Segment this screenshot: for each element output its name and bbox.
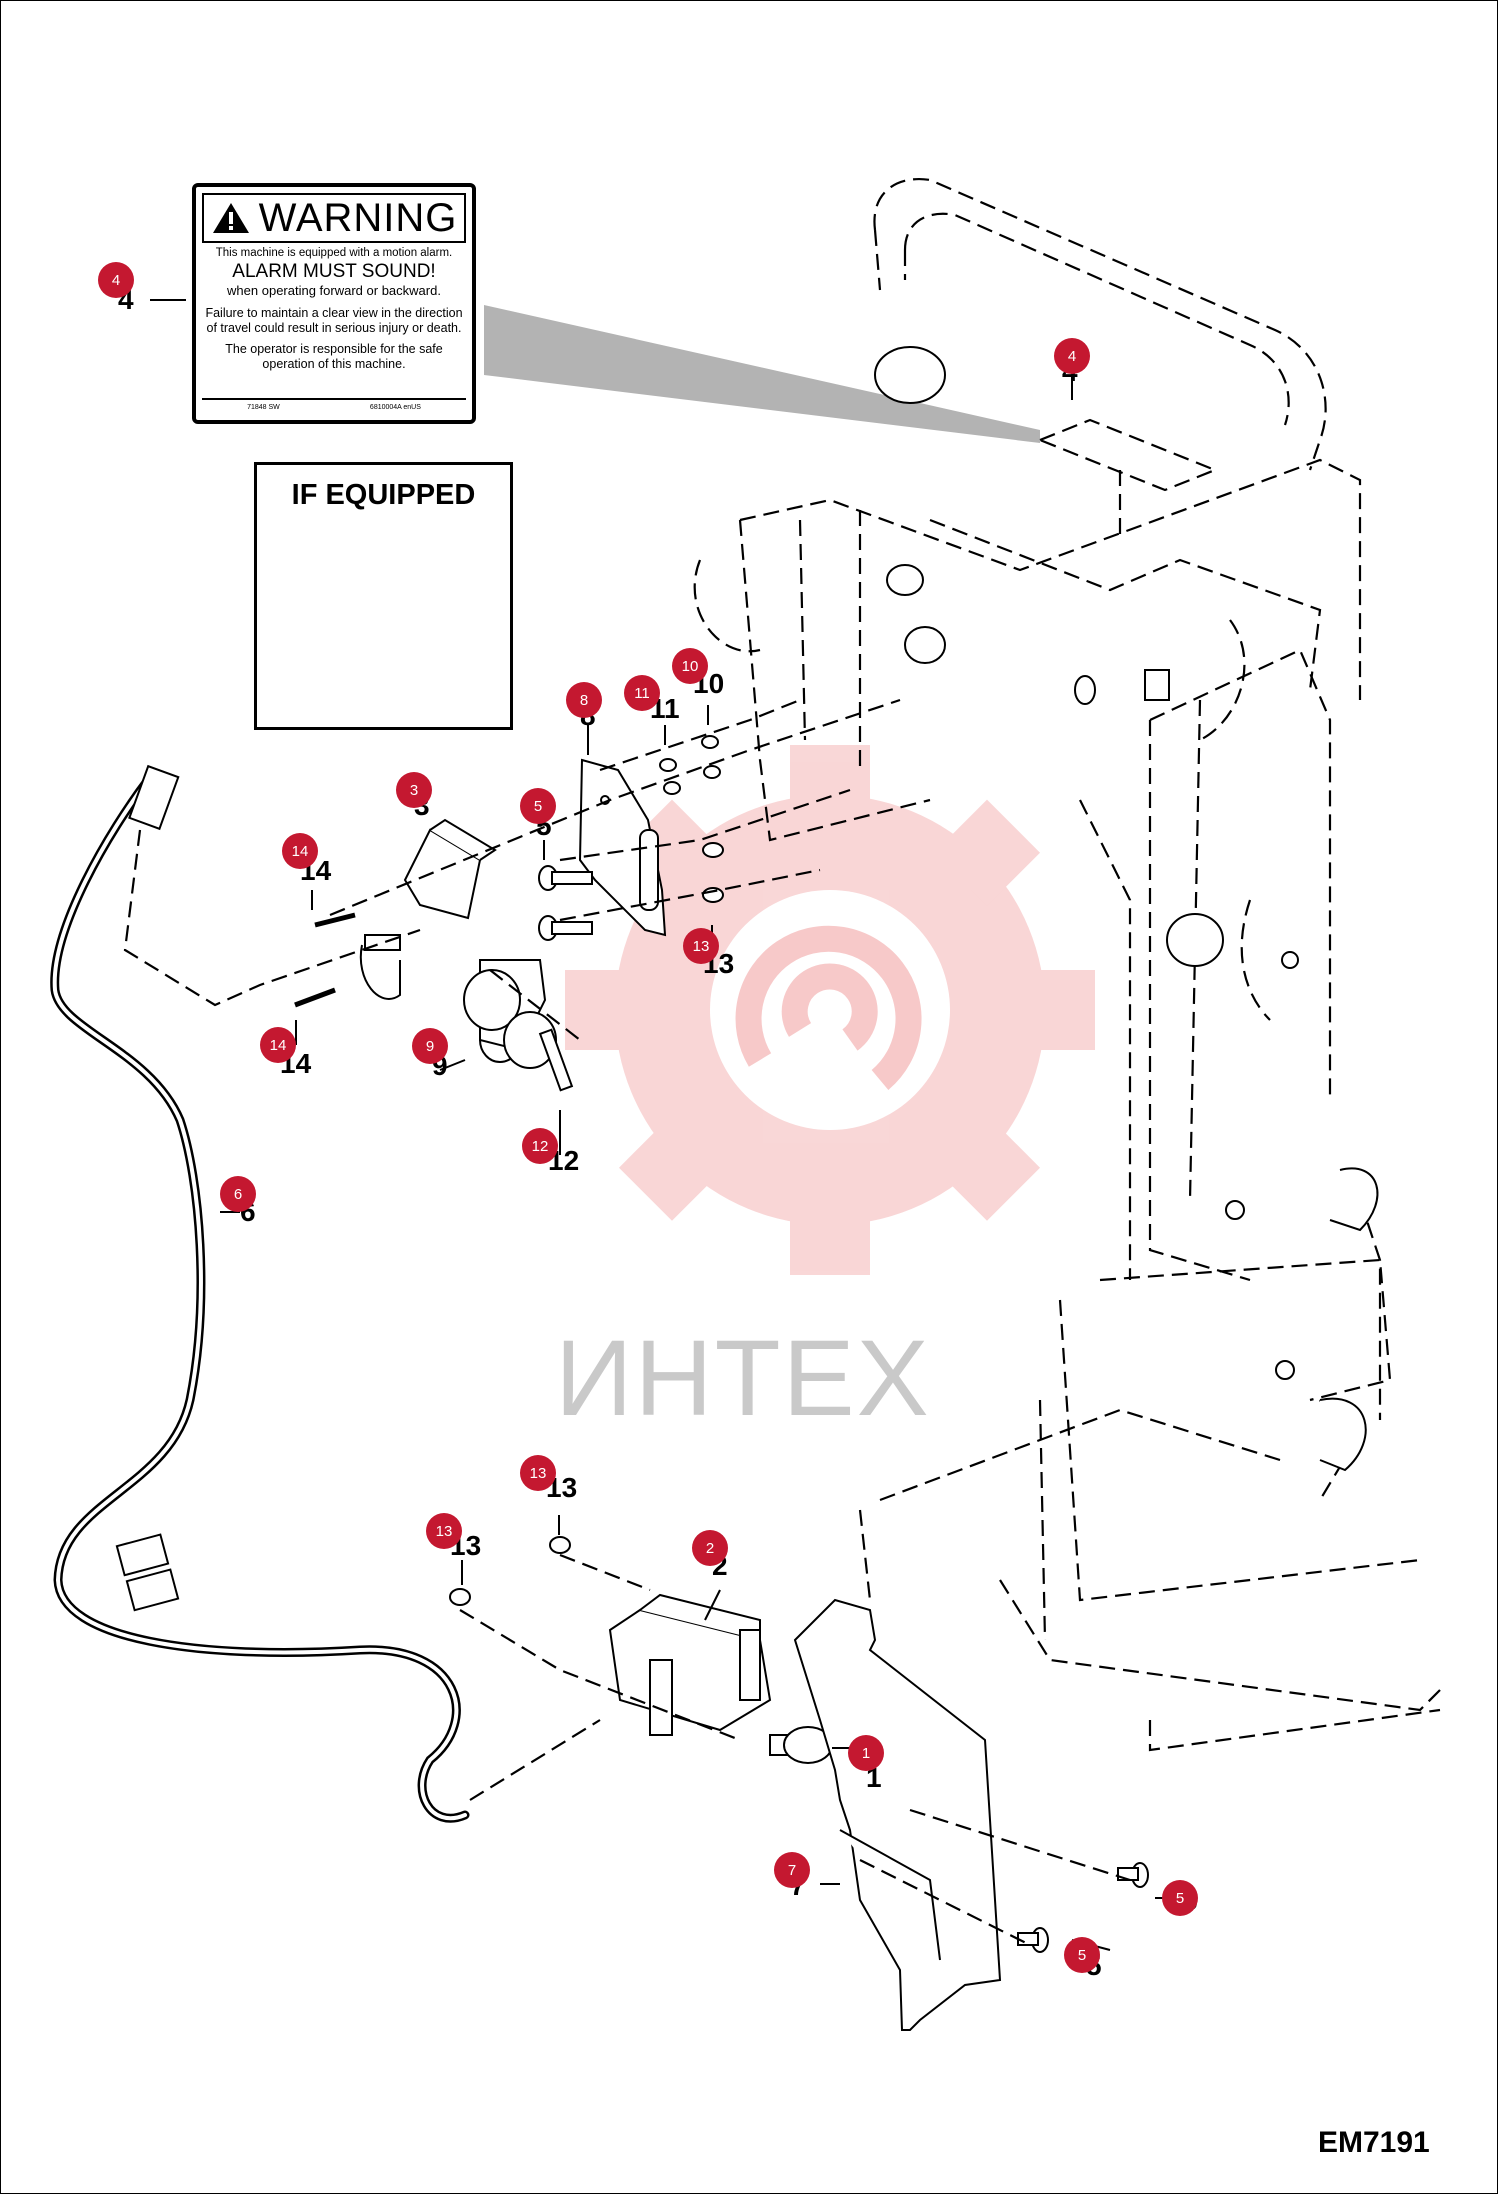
watermark-gear <box>565 745 1095 1275</box>
part-9-roller <box>463 959 557 1069</box>
warning-body: This machine is equipped with a motion a… <box>204 247 464 372</box>
callout-1[interactable]: 1 <box>848 1735 884 1771</box>
callout-8[interactable]: 8 <box>566 682 602 718</box>
assembly-lines <box>123 698 1131 1946</box>
machine-frame <box>693 178 1441 1752</box>
part-7-bracket <box>793 1598 1002 2031</box>
harness-connectors <box>115 764 180 1612</box>
warning-header: WARNING <box>202 193 466 243</box>
part-6-harness-inner <box>52 778 467 1821</box>
part-5-bolts-upper <box>538 865 593 941</box>
callout-4[interactable]: 4 <box>1054 338 1090 374</box>
warning-line-2: ALARM MUST SOUND! <box>232 261 436 282</box>
warning-decal: WARNING This machine is equipped with a … <box>192 183 476 424</box>
leader-lines <box>150 299 1180 1951</box>
watermark-text: ИНТЕХ <box>555 1317 931 1438</box>
warning-footer-left: 71848 SW <box>247 403 280 411</box>
warning-footer: 71848 SW 6810004A enUS <box>202 398 466 414</box>
warning-line-5: The operator is responsible for the safe… <box>225 342 443 371</box>
warning-line-3: when operating forward or backward. <box>227 283 441 298</box>
callout-5[interactable]: 5 <box>520 788 556 824</box>
callout-6[interactable]: 6 <box>220 1176 256 1212</box>
part-14-screw-b <box>294 987 336 1008</box>
callout-3[interactable]: 3 <box>396 772 432 808</box>
warning-triangle-icon <box>212 203 249 233</box>
part-12-pin <box>538 1028 574 1092</box>
part-3-switch <box>359 818 497 1000</box>
part-6-harness <box>50 775 470 1823</box>
drawing-id: EM7191 <box>1318 2126 1430 2159</box>
callout-13[interactable]: 13 <box>520 1455 556 1491</box>
warning-line-1: This machine is equipped with a motion a… <box>215 247 453 259</box>
callout-11[interactable]: 11 <box>624 675 660 711</box>
callout-12[interactable]: 12 <box>522 1128 558 1164</box>
watermark-gear-swirl <box>735 925 922 1090</box>
callout-7[interactable]: 7 <box>774 1852 810 1888</box>
callout-5[interactable]: 5 <box>1162 1880 1198 1916</box>
callout-4[interactable]: 4 <box>98 262 134 298</box>
callout-13[interactable]: 13 <box>683 928 719 964</box>
callout-14[interactable]: 14 <box>282 833 318 869</box>
frame-details <box>874 346 1379 1472</box>
part-1-clip <box>769 1726 833 1764</box>
if-equipped-title: IF EQUIPPED <box>291 479 476 511</box>
part-2-alarm <box>608 1593 772 1736</box>
warning-line-4: Failure to maintain a clear view in the … <box>205 306 463 335</box>
callout-10[interactable]: 10 <box>672 648 708 684</box>
part-14-screw-a <box>314 912 356 928</box>
callout-9[interactable]: 9 <box>412 1028 448 1064</box>
warning-title: WARNING <box>258 195 458 240</box>
callout-14[interactable]: 14 <box>260 1027 296 1063</box>
warning-footer-right: 6810004A enUS <box>369 403 421 411</box>
callout-2[interactable]: 2 <box>692 1530 728 1566</box>
if-equipped-inset: IF EQUIPPED <box>254 462 513 730</box>
callout-13[interactable]: 13 <box>426 1513 462 1549</box>
label-pointer <box>484 305 1040 443</box>
callout-5[interactable]: 5 <box>1064 1937 1100 1973</box>
